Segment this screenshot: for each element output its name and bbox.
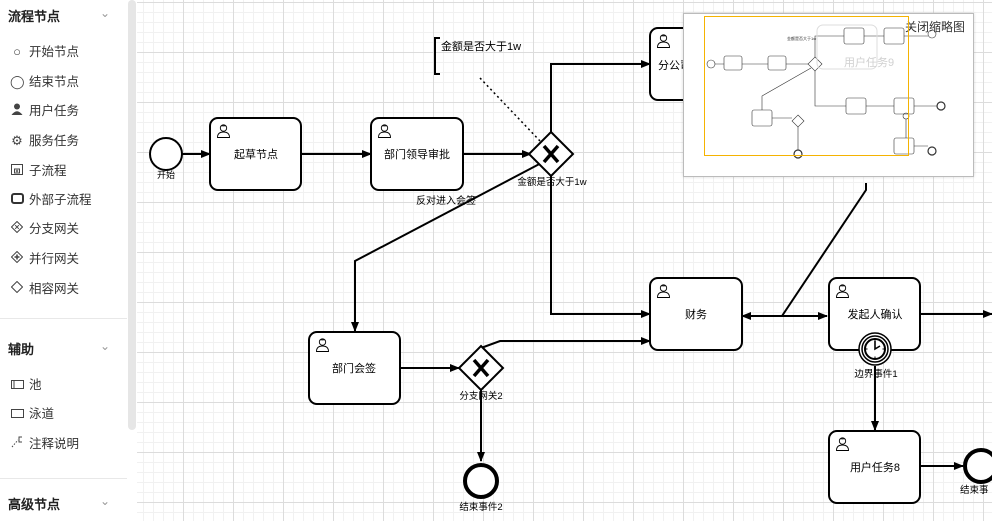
palette-item-service-task[interactable]: ⚙ 服务任务 (10, 130, 79, 148)
user-task-icon (10, 103, 24, 118)
task-initiator-confirm[interactable]: 发起人确认 (828, 277, 921, 351)
parallel-gateway-icon (10, 250, 24, 266)
palette-item-label: 并行网关 (29, 252, 80, 266)
group-header-flow-nodes[interactable]: 流程节点 ⌄ (8, 6, 110, 26)
palette-item-label: 用户任务 (29, 104, 80, 118)
sequence-flows (182, 60, 992, 470)
task-dept-approve[interactable]: 部门领导审批 (370, 117, 464, 191)
flow-gateway2-to-finance[interactable] (480, 337, 651, 349)
palette-scrollbar[interactable] (127, 0, 137, 521)
annotation-text: 金额是否大于1w (441, 39, 521, 53)
palette-item-exclusive-gateway[interactable]: 分支网关 (10, 218, 79, 236)
svg-text:金额是否大于1w: 金额是否大于1w (787, 35, 816, 41)
palette-item-label: 注释说明 (29, 437, 80, 451)
task-label: 部门会签 (332, 361, 376, 375)
palette-item-user-task[interactable]: 用户任务 (10, 100, 79, 118)
boundary-timer-event[interactable] (858, 332, 892, 366)
task-label: 财务 (685, 307, 707, 321)
start-event[interactable] (149, 137, 183, 171)
task-draft[interactable]: 起草节点 (209, 117, 302, 191)
chevron-down-icon[interactable]: ⌄ (99, 6, 110, 20)
palette-item-label: 池 (29, 378, 42, 392)
flow-minimap-to-confirm[interactable] (781, 183, 867, 317)
diagram-canvas[interactable]: 开始 起草节点 部门领导审批 反对进入会签 金额是否大于1w 金额是否大于1w (137, 0, 992, 521)
palette-item-label: 分支网关 (29, 222, 80, 236)
minimap[interactable]: 关闭缩略图 金额是否大于1w (683, 13, 974, 177)
flow-gateway-to-sign[interactable] (351, 159, 548, 332)
palette-item-lane[interactable]: 泳道 (10, 403, 54, 421)
group-title: 辅助 (8, 342, 35, 357)
bpmn-diagram: 开始 起草节点 部门领导审批 反对进入会签 金额是否大于1w 金额是否大于1w (149, 27, 992, 513)
annotation-association (479, 77, 541, 142)
chevron-down-icon[interactable]: ⌄ (99, 339, 110, 353)
flow-label-reject: 反对进入会签 (416, 194, 476, 207)
annotation-icon (10, 435, 24, 451)
task-dept-sign[interactable]: 部门会签 (308, 331, 401, 405)
exclusive-gateway-2[interactable] (457, 344, 505, 392)
lane-icon (10, 406, 24, 421)
text-annotation[interactable]: 金额是否大于1w (434, 37, 521, 75)
group-title: 高级节点 (8, 497, 61, 512)
task-user-task-8[interactable]: 用户任务8 (828, 430, 921, 504)
service-task-icon: ⚙ (11, 133, 23, 148)
pool-icon (10, 377, 24, 392)
task-label: 发起人确认 (848, 307, 903, 321)
call-activity-icon (10, 192, 24, 207)
end-event-icon: ◯ (10, 74, 25, 89)
divider (0, 318, 127, 319)
start-event-label: 开始 (157, 169, 175, 180)
palette-item-label: 泳道 (29, 407, 55, 421)
flow-gateway-to-finance[interactable] (550, 172, 651, 318)
palette-item-label: 子流程 (29, 164, 67, 178)
start-event-icon: ○ (13, 44, 21, 59)
palette-item-label: 开始节点 (29, 45, 80, 59)
inclusive-gateway-icon (10, 280, 24, 296)
task-label: 用户任务8 (850, 460, 900, 474)
minimap-preview: 金额是否大于1w 用户任务9 (706, 24, 946, 159)
exclusive-gateway-icon (10, 220, 24, 236)
exclusive-gateway-amount[interactable] (527, 130, 575, 178)
palette-item-label: 外部子流程 (29, 193, 92, 207)
group-title: 流程节点 (8, 9, 61, 24)
end-event-label: 结束事 (960, 484, 989, 496)
palette-item-start-event[interactable]: ○ 开始节点 (10, 41, 79, 59)
task-label: 部门领导审批 (384, 147, 450, 161)
end-event-label: 结束事件2 (459, 501, 502, 513)
palette-item-annotation[interactable]: 注释说明 (10, 433, 79, 451)
subprocess-icon (10, 163, 24, 178)
minimap-task-label: 用户任务9 (844, 55, 894, 69)
gateway-label: 分支网关2 (459, 390, 502, 402)
gateway-label: 金额是否大于1w (517, 176, 586, 188)
palette-item-label: 结束节点 (29, 75, 80, 89)
group-header-auxiliary[interactable]: 辅助 ⌄ (8, 339, 110, 359)
chevron-down-icon[interactable]: ⌄ (99, 494, 110, 508)
boundary-event-label: 边界事件1 (854, 368, 897, 380)
end-event-right[interactable] (963, 448, 992, 484)
palette-item-pool[interactable]: 池 (10, 374, 42, 392)
end-event-2[interactable] (463, 463, 499, 499)
task-finance[interactable]: 财务 (649, 277, 743, 351)
palette-item-call-activity[interactable]: 外部子流程 (10, 189, 92, 207)
palette-item-end-event[interactable]: ◯ 结束节点 (10, 71, 79, 89)
palette-item-label: 服务任务 (29, 134, 80, 148)
scrollbar-thumb[interactable] (128, 0, 136, 430)
task-label: 分公司 (658, 59, 691, 72)
palette-item-inclusive-gateway[interactable]: 相容网关 (10, 278, 79, 296)
palette-item-subprocess[interactable]: 子流程 (10, 160, 67, 178)
minimap-viewport[interactable] (704, 16, 909, 156)
task-label: 起草节点 (234, 148, 278, 161)
palette-item-parallel-gateway[interactable]: 并行网关 (10, 248, 79, 266)
group-header-advanced-nodes[interactable]: 高级节点 ⌄ (8, 494, 110, 514)
palette-sidebar: 流程节点 ⌄ ○开始节点 ◯结束节点 用户任务 ⚙服务任务 子流程 外部子流程 … (0, 0, 127, 521)
close-minimap-button[interactable]: 关闭缩略图 (904, 20, 965, 34)
palette-item-label: 相容网关 (29, 282, 80, 296)
divider (0, 478, 127, 479)
flow-gateway-to-branch[interactable] (550, 60, 651, 136)
